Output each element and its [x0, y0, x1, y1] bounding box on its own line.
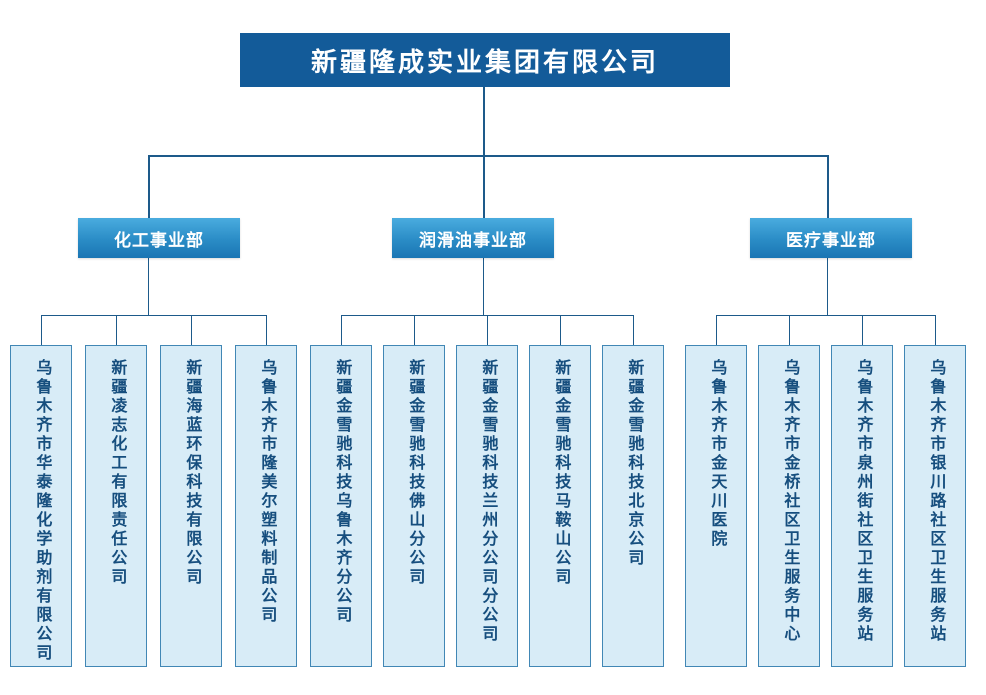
company-label: 乌鲁木齐市隆美尔塑料制品公司 — [258, 359, 276, 625]
connector-line — [414, 315, 415, 345]
division-node-chemical: 化工事业部 — [78, 218, 240, 258]
company-node: 乌鲁木齐市隆美尔塑料制品公司 — [235, 345, 297, 667]
connector-line — [116, 315, 117, 345]
connector-line — [716, 315, 717, 345]
company-label: 新疆金雪驰科技北京公司 — [625, 359, 643, 568]
company-label: 新疆金雪驰科技马鞍山公司 — [552, 359, 570, 587]
company-node: 新疆金雪驰科技兰州分公司分公司 — [456, 345, 518, 667]
connector-line — [483, 258, 484, 315]
connector-line — [633, 315, 634, 345]
company-label: 乌鲁木齐市金桥社区卫生服务中心 — [781, 359, 799, 644]
division-label: 化工事业部 — [114, 230, 204, 250]
company-label: 乌鲁木齐市华泰隆化学助剂有限公司 — [33, 359, 51, 663]
connector-line — [827, 155, 829, 218]
connector-line — [148, 258, 149, 315]
company-label: 新疆凌志化工有限责任公司 — [108, 359, 126, 587]
company-label: 新疆金雪驰科技乌鲁木齐分公司 — [333, 359, 351, 625]
division-node-medical: 医疗事业部 — [750, 218, 912, 258]
connector-line — [266, 315, 267, 345]
company-node: 乌鲁木齐市金桥社区卫生服务中心 — [758, 345, 820, 667]
connector-line — [341, 315, 342, 345]
company-label: 乌鲁木齐市金天川医院 — [708, 359, 726, 549]
connector-line — [41, 315, 42, 345]
division-node-lubricant: 润滑油事业部 — [392, 218, 554, 258]
connector-line — [148, 155, 829, 157]
company-node: 新疆金雪驰科技马鞍山公司 — [529, 345, 591, 667]
company-label: 乌鲁木齐市泉州街社区卫生服务站 — [854, 359, 872, 644]
company-label: 乌鲁木齐市银川路社区卫生服务站 — [927, 359, 945, 644]
division-label: 医疗事业部 — [786, 230, 876, 250]
connector-line — [862, 315, 863, 345]
company-node: 乌鲁木齐市银川路社区卫生服务站 — [904, 345, 966, 667]
connector-line — [716, 315, 936, 316]
company-node: 新疆凌志化工有限责任公司 — [85, 345, 147, 667]
company-label: 新疆海蓝环保科技有限公司 — [183, 359, 201, 587]
org-root-node: 新疆隆成实业集团有限公司 — [240, 33, 730, 87]
company-node: 乌鲁木齐市泉州街社区卫生服务站 — [831, 345, 893, 667]
connector-line — [41, 315, 267, 316]
connector-line — [560, 315, 561, 345]
org-root-label: 新疆隆成实业集团有限公司 — [310, 46, 659, 77]
company-label: 新疆金雪驰科技佛山分公司 — [406, 359, 424, 587]
company-node: 新疆海蓝环保科技有限公司 — [160, 345, 222, 667]
company-node: 新疆金雪驰科技北京公司 — [602, 345, 664, 667]
connector-line — [935, 315, 936, 345]
connector-line — [483, 87, 485, 155]
company-node: 新疆金雪驰科技佛山分公司 — [383, 345, 445, 667]
connector-line — [483, 155, 485, 218]
company-label: 新疆金雪驰科技兰州分公司分公司 — [479, 359, 497, 644]
connector-line — [191, 315, 192, 345]
connector-line — [487, 315, 488, 345]
company-node: 新疆金雪驰科技乌鲁木齐分公司 — [310, 345, 372, 667]
company-node: 乌鲁木齐市华泰隆化学助剂有限公司 — [10, 345, 72, 667]
connector-line — [827, 258, 828, 315]
division-label: 润滑油事业部 — [419, 230, 527, 250]
company-node: 乌鲁木齐市金天川医院 — [685, 345, 747, 667]
connector-line — [148, 155, 150, 218]
connector-line — [789, 315, 790, 345]
